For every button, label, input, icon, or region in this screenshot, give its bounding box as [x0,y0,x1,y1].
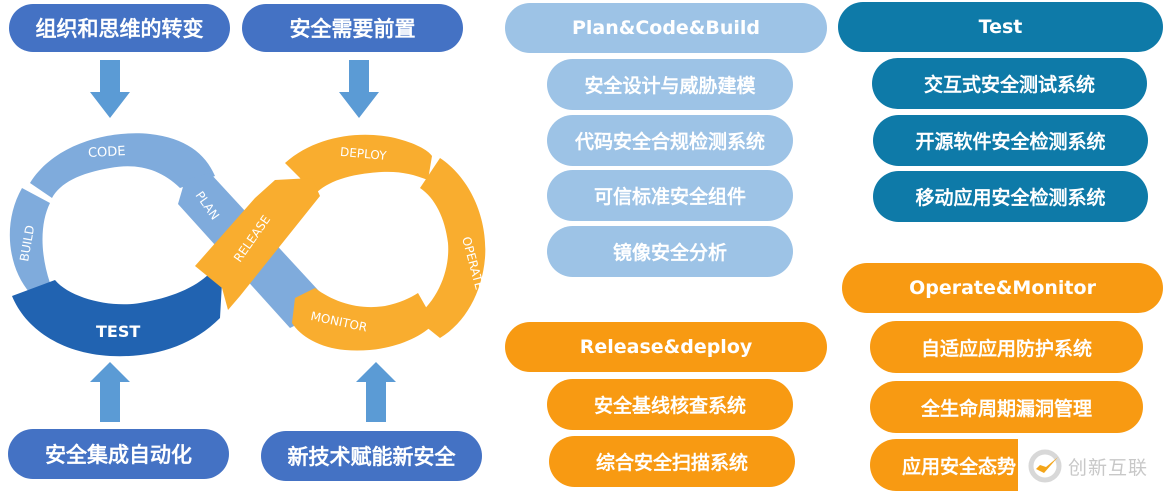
segment-test [12,273,222,357]
watermark: 创新互联 [1018,438,1163,494]
item-text: 镜像安全分析 [612,242,727,264]
item-text: 代码安全合规检测系统 [574,131,765,153]
list-item: 安全设计与威胁建模 [547,59,793,110]
left-loop [9,133,330,357]
label-text: 安全需要前置 [289,17,416,41]
segment-build [9,188,50,293]
label-security-shift-left: 安全需要前置 [242,4,463,52]
header-text: Release&deploy [579,336,753,358]
segment-monitor [292,288,435,351]
segment-release [195,178,320,310]
list-item: 镜像安全分析 [547,226,793,277]
header-text: Test [978,16,1023,38]
item-text: 开源软件安全检测系统 [915,131,1106,153]
item-text: 应用安全态势 [902,455,1017,478]
label-new-tech-security: 新技术赋能新安全 [261,431,482,481]
list-item: 综合安全扫描系统 [549,436,795,487]
list-item: 移动应用安全检测系统 [873,171,1148,222]
label-org-mindset-shift: 组织和思维的转变 [9,4,230,52]
list-item: 可信标准安全组件 [547,170,793,221]
brand-logo-icon [1028,449,1062,483]
item-text: 综合安全扫描系统 [595,452,748,474]
list-item: 开源软件安全检测系统 [873,115,1148,166]
list-item: 安全基线核查系统 [547,379,793,430]
list-item: 全生命周期漏洞管理 [870,381,1143,433]
column-header-plan-code-build: Plan&Code&Build [505,3,827,53]
column-header-operate-monitor: Operate&Monitor [842,263,1163,313]
item-text: 安全设计与威胁建模 [584,75,756,97]
label-text: 安全集成自动化 [45,443,192,467]
item-text: 自适应应用防护系统 [920,337,1092,360]
segment-code [30,133,215,198]
arrow-up-icon [356,362,396,422]
loop-label-test: TEST [96,322,140,341]
label-text: 新技术赋能新安全 [287,445,456,469]
header-text: Operate&Monitor [909,277,1096,299]
segment-operate [415,158,486,338]
right-loop [195,134,486,351]
watermark-text: 创新互联 [1068,456,1149,479]
list-item: 交互式安全测试系统 [872,58,1147,109]
header-text: Plan&Code&Build [571,17,761,39]
arrow-up-icon [90,362,130,422]
item-text: 交互式安全测试系统 [923,74,1095,96]
column-header-test: Test [838,2,1163,52]
loop-label-deploy: DEPLOY [339,145,387,163]
loop-label-code: CODE [88,144,126,161]
item-text: 全生命周期漏洞管理 [920,397,1092,420]
item-text: 安全基线核查系统 [593,395,746,417]
arrow-down-icon [339,60,379,118]
devops-infinity-loop: CODE BUILD TEST PLAN RELEASE DEPLOY OPER… [9,133,487,357]
arrow-down-icon [90,60,130,118]
item-text: 移动应用安全检测系统 [915,187,1106,209]
segment-deploy [285,134,432,198]
list-item: 代码安全合规检测系统 [547,115,793,166]
item-text: 可信标准安全组件 [593,186,746,208]
label-security-automation: 安全集成自动化 [8,429,229,479]
list-item: 自适应应用防护系统 [870,321,1143,373]
column-header-release-deploy: Release&deploy [505,322,827,372]
label-text: 组织和思维的转变 [35,17,204,41]
loop-label-build: BUILD [17,224,37,262]
